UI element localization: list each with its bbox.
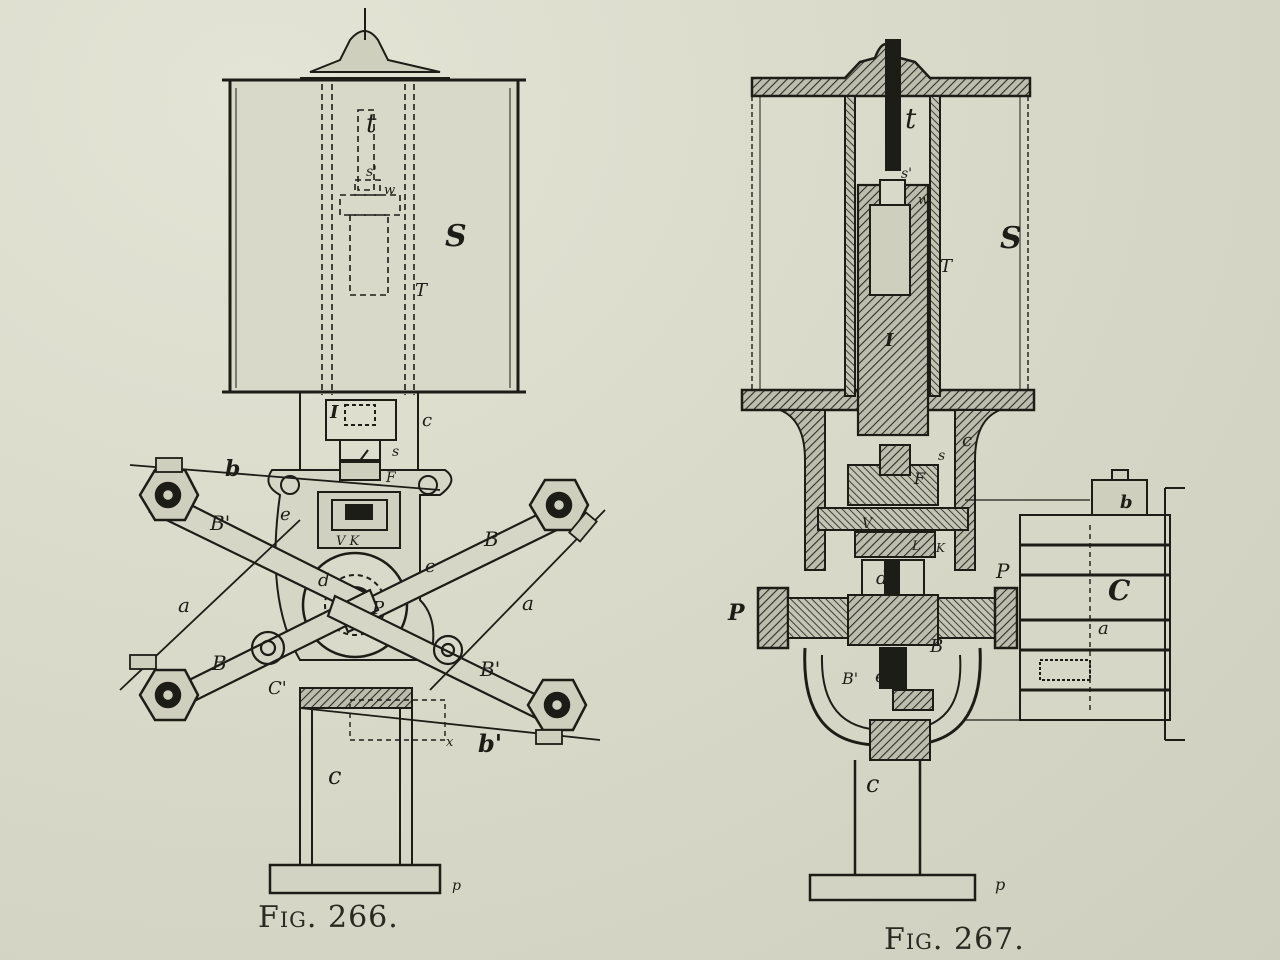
label-c-upper: c <box>422 410 432 431</box>
label-V: V <box>862 516 874 532</box>
label-B-prime-left: B' <box>209 511 230 535</box>
caption-word: Fig. <box>884 922 944 957</box>
labels-fig-266: t s' w S T I c s b F V K e e B' B d P a … <box>178 109 534 894</box>
label-T: T <box>415 280 429 301</box>
label-B: B <box>929 636 943 657</box>
housing <box>760 409 1018 601</box>
figure-266 <box>119 8 606 895</box>
label-a-right: a <box>522 591 534 615</box>
label-B-right: B <box>483 527 499 551</box>
label-s-prime: s' <box>901 166 912 182</box>
label-T: T <box>940 256 954 277</box>
label-B-prime-right: B' <box>479 657 500 681</box>
caption-fig-266: Fig. 266. <box>258 900 399 935</box>
column-upper <box>299 392 419 470</box>
caption-fig-267: Fig. 267. <box>884 922 1025 957</box>
label-t: t <box>366 109 377 139</box>
arms <box>148 490 567 726</box>
label-P-right: P <box>995 559 1010 583</box>
figure-267 <box>740 39 1185 902</box>
label-c-lower: c <box>328 762 341 790</box>
label-c-lower: c <box>866 770 879 798</box>
drum-S <box>222 78 526 394</box>
label-I: I <box>884 330 894 351</box>
label-S: S <box>1000 221 1022 256</box>
label-C-prime: C' <box>268 678 287 699</box>
label-K: K <box>935 541 946 555</box>
side-drum-C <box>965 469 1185 741</box>
label-B-left: B <box>211 651 227 675</box>
base-column <box>268 687 446 895</box>
shaft-flange <box>756 586 1019 650</box>
label-C: C <box>1108 574 1131 607</box>
label-p: p <box>995 875 1005 894</box>
label-F: F <box>913 469 926 488</box>
label-B-prime: B' <box>841 669 858 688</box>
label-p: p <box>452 878 461 894</box>
label-I: I <box>329 402 339 423</box>
label-e-right: e <box>425 556 436 577</box>
top-knob <box>300 8 450 79</box>
tube-T <box>844 95 941 437</box>
label-s: s <box>938 448 945 464</box>
labels-fig-267: t s' w S T I c s F V L K d P P b C a B B… <box>727 102 1133 894</box>
label-S: S <box>445 219 467 254</box>
label-e-left: e <box>280 504 291 525</box>
label-s: s <box>392 444 399 460</box>
label-VK: V K <box>336 534 361 549</box>
label-F: F <box>385 470 397 486</box>
label-P-left: P <box>727 600 746 626</box>
label-d: d <box>876 568 888 589</box>
label-w: w <box>384 183 395 198</box>
caption-number: 267. <box>953 922 1025 957</box>
label-b: b <box>225 456 240 482</box>
lower-bowl <box>803 647 982 761</box>
label-x: x <box>446 735 454 750</box>
label-c-upper: c <box>962 430 972 451</box>
hex-nuts <box>138 468 590 732</box>
label-d: d <box>318 570 330 591</box>
caption-number: 266. <box>327 900 399 935</box>
label-s-prime: s' <box>366 164 377 180</box>
top-cap <box>750 39 1032 171</box>
label-a: a <box>1098 618 1109 639</box>
label-w: w <box>918 193 929 208</box>
label-b-prime: b' <box>478 729 502 758</box>
label-L: L <box>911 539 921 554</box>
label-b: b <box>1120 492 1133 513</box>
base-column <box>808 760 977 902</box>
label-t: t <box>905 102 917 135</box>
label-P: P <box>371 598 385 619</box>
caption-word: Fig. <box>258 900 318 935</box>
label-e: e <box>875 666 886 687</box>
label-a-left: a <box>178 593 190 617</box>
tie-rods <box>119 457 606 745</box>
tube-T <box>321 84 415 395</box>
